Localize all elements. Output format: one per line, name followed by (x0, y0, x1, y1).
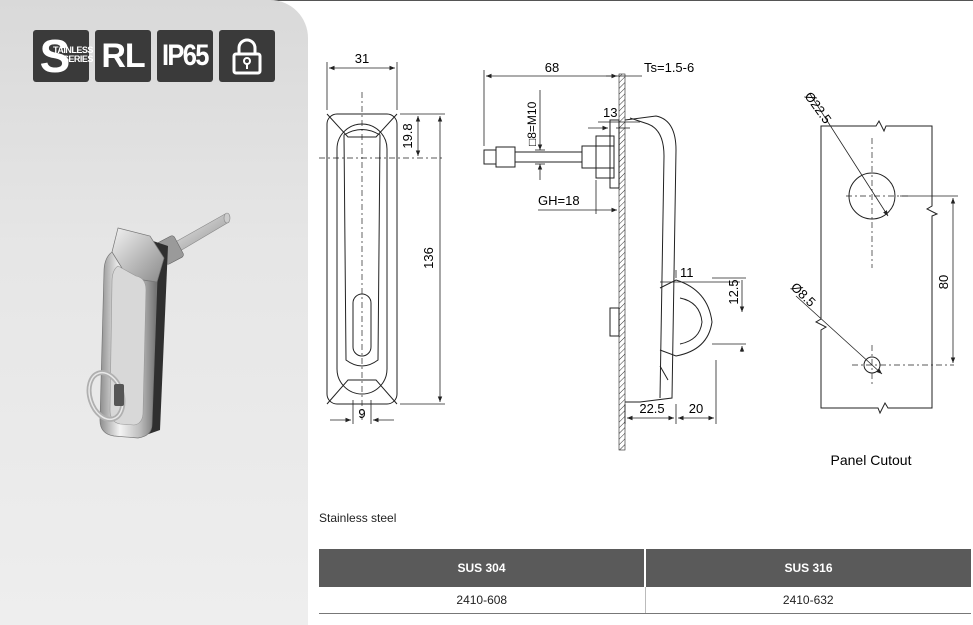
side-view (483, 73, 713, 451)
table-cell: 2410-608 (319, 587, 645, 614)
table-header: SUS 304 (319, 549, 645, 587)
dim-cutout-80: 80 (936, 275, 951, 289)
stainless-badge-line1: TAINLESS (53, 45, 93, 55)
dim-side-ts: Ts=1.5-6 (644, 60, 694, 75)
dim-side-gh: GH=18 (538, 193, 580, 208)
rl-badge: RL (95, 30, 151, 82)
dim-side-13: 13 (603, 105, 617, 120)
dim-front-width: 31 (355, 51, 369, 66)
dim-cutout-d1: Ø22.5 (802, 89, 835, 126)
table-header-row: SUS 304 SUS 316 (319, 549, 971, 587)
dim-front-height: 136 (421, 247, 436, 269)
dim-side-12-5: 12.5 (726, 279, 741, 304)
table-row: 2410-608 2410-632 (319, 587, 971, 614)
panel-cutout (795, 93, 958, 415)
stainless-badge-text: TAINLESS SERIES (53, 46, 93, 64)
technical-drawing: 31 19.8 136 9 (319, 51, 958, 468)
dim-side-length: 68 (545, 60, 559, 75)
front-dimensions (326, 62, 445, 424)
ip65-badge-text: IP65 (162, 39, 209, 72)
dim-side-20: 20 (689, 401, 703, 416)
lock-icon (232, 38, 262, 75)
stainless-badge-letter: S (39, 30, 71, 82)
front-view (319, 92, 444, 420)
rl-badge-text: RL (101, 36, 145, 75)
dim-side-22-5: 22.5 (639, 401, 664, 416)
dim-cutout-d2: Ø8.5 (788, 279, 819, 309)
product-image (86, 212, 231, 439)
side-dimensions (483, 70, 746, 424)
badge-row: S TAINLESS SERIES RL IP65 (33, 30, 275, 82)
dim-side-square: □8=M10 (525, 101, 539, 146)
table-cell: 2410-632 (644, 587, 971, 614)
lock-badge (219, 30, 275, 82)
top-rule (0, 0, 973, 1)
table-header: SUS 316 (644, 549, 971, 587)
dim-front-bottom: 9 (358, 406, 365, 421)
spec-table: SUS 304 SUS 316 2410-608 2410-632 (319, 549, 971, 614)
product-panel: S TAINLESS SERIES RL IP65 (0, 0, 308, 625)
ip65-badge: IP65 (157, 30, 213, 82)
dim-front-top: 19.8 (400, 123, 415, 148)
panel-cutout-label: Panel Cutout (831, 452, 912, 468)
stainless-series-badge: S TAINLESS SERIES (33, 30, 93, 82)
dim-side-11: 11 (680, 265, 694, 280)
material-caption: Stainless steel (319, 511, 397, 525)
stainless-badge-line2: SERIES (62, 54, 94, 64)
